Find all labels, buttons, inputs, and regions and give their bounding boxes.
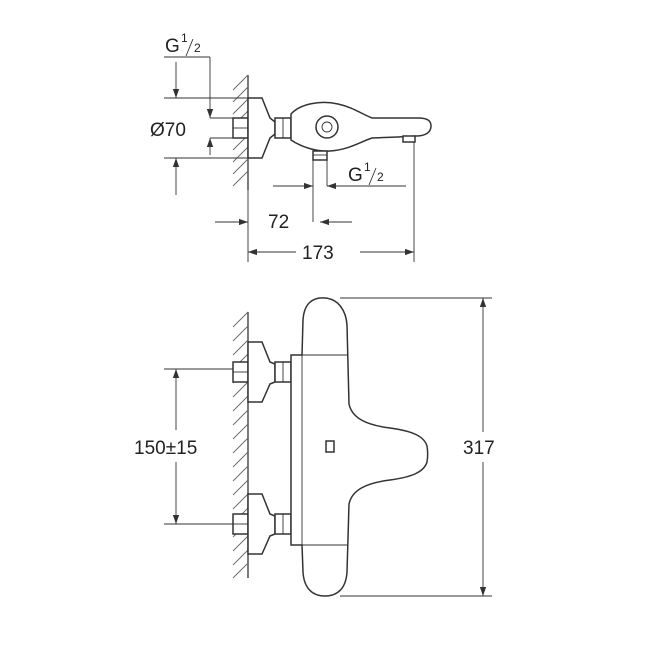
projection-dimension <box>248 142 415 262</box>
height-dimension <box>340 297 492 597</box>
mixer-body-front <box>290 297 429 597</box>
connection-spacing-dimension <box>164 368 233 525</box>
side-thread-dimension <box>273 160 406 222</box>
diameter-dimension <box>164 62 248 195</box>
side-thread-sup: 1 <box>364 160 371 174</box>
top-thread-sub: 2 <box>194 41 201 55</box>
control-knob <box>315 115 339 139</box>
top-thread-dimension <box>164 56 233 155</box>
lower-outlet <box>312 150 328 161</box>
upper-escutcheon <box>247 341 276 403</box>
projection-label: 173 <box>302 243 334 264</box>
outlet-offset-label: 72 <box>268 212 289 233</box>
outlet-mark <box>325 440 335 453</box>
connection-spacing-label: 150±15 <box>134 438 197 459</box>
side-thread-label: G <box>348 165 363 186</box>
top-thread-label: G <box>165 36 180 57</box>
wall-bottom <box>232 311 249 579</box>
diameter-label: Ø70 <box>150 120 186 141</box>
lower-escutcheon <box>247 493 276 555</box>
side-thread-sub: 2 <box>377 170 384 184</box>
top-thread-sup: 1 <box>181 31 188 45</box>
spout-aerator <box>402 135 416 143</box>
height-label: 317 <box>463 438 495 459</box>
front-view: 150±15 317 <box>134 297 495 597</box>
escutcheon <box>247 97 276 159</box>
mixer-body <box>290 101 432 152</box>
side-view: G 1 2 Ø70 G 1 2 72 <box>150 31 432 264</box>
